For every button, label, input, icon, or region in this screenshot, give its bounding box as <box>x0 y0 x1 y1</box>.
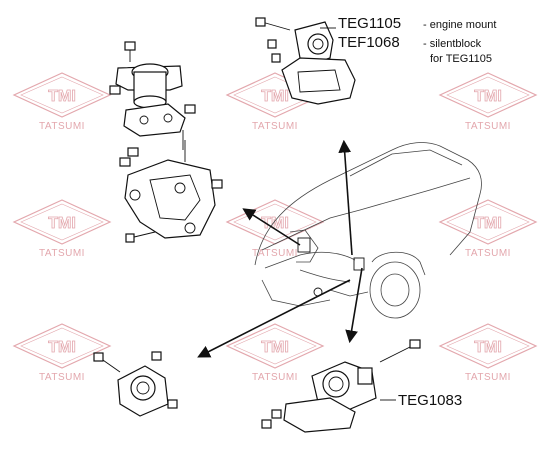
svg-text:TATSUMI: TATSUMI <box>465 248 511 259</box>
svg-text:TMI: TMI <box>474 339 502 356</box>
svg-text:TATSUMI: TATSUMI <box>465 372 511 383</box>
svg-text:TATSUMI: TATSUMI <box>39 248 85 259</box>
watermark-tile: TMI TATSUMI <box>13 323 111 383</box>
label-tef1068-code: TEF1068 <box>338 34 400 51</box>
watermark-tile: TMI TATSUMI <box>439 72 537 132</box>
watermark-tile: TMI TATSUMI <box>226 323 324 383</box>
transmission-mount-icon <box>261 339 421 433</box>
svg-text:TMI: TMI <box>261 339 289 356</box>
watermark-tile: TMI TATSUMI <box>13 199 111 259</box>
watermark-tile: TMI TATSUMI <box>226 72 324 132</box>
arrow-to-top-right <box>338 139 353 256</box>
mount-bracket-icon <box>119 140 223 243</box>
label-tef1068-desc: - silentblock <box>423 38 482 50</box>
label-teg1105-desc: - engine mount <box>423 19 496 31</box>
arrow-to-bottom-right <box>345 267 363 344</box>
svg-text:TMI: TMI <box>48 215 76 232</box>
svg-text:TATSUMI: TATSUMI <box>252 121 298 132</box>
svg-text:TMI: TMI <box>261 215 289 232</box>
watermark-tile: TMI TATSUMI <box>439 199 537 259</box>
svg-text:TATSUMI: TATSUMI <box>252 248 298 259</box>
watermark-tile: TMI TATSUMI <box>439 323 537 383</box>
part-labels: TEG1105 - engine mount TEF1068 - silentb… <box>338 15 496 409</box>
svg-text:TMI: TMI <box>48 88 76 105</box>
arrows <box>197 27 396 401</box>
watermark-tile: TMI TATSUMI <box>226 199 324 259</box>
label-teg1105-code: TEG1105 <box>338 15 401 32</box>
svg-text:TATSUMI: TATSUMI <box>465 121 511 132</box>
silentblock-icon <box>93 351 178 417</box>
watermark-tile: TMI TATSUMI <box>13 72 111 132</box>
engine-mount-icon <box>255 17 356 105</box>
engine-mount-assembly-icon <box>109 41 196 150</box>
watermark-layer: TMI TATSUMI TMI TATSUMI TMI TATSUMI TMI … <box>13 72 537 383</box>
svg-text:TMI: TMI <box>474 215 502 232</box>
svg-text:TATSUMI: TATSUMI <box>252 372 298 383</box>
svg-text:TATSUMI: TATSUMI <box>39 372 85 383</box>
label-tef1068-note: for TEG1105 <box>430 53 492 65</box>
svg-text:TMI: TMI <box>261 88 289 105</box>
svg-text:TMI: TMI <box>474 88 502 105</box>
svg-text:TMI: TMI <box>48 339 76 356</box>
arrow-to-bottom-left <box>197 279 351 358</box>
svg-text:TATSUMI: TATSUMI <box>39 121 85 132</box>
car-outline-icon <box>254 142 482 319</box>
label-teg1083-code: TEG1083 <box>398 392 462 409</box>
arrow-to-left-bracket <box>242 208 301 246</box>
